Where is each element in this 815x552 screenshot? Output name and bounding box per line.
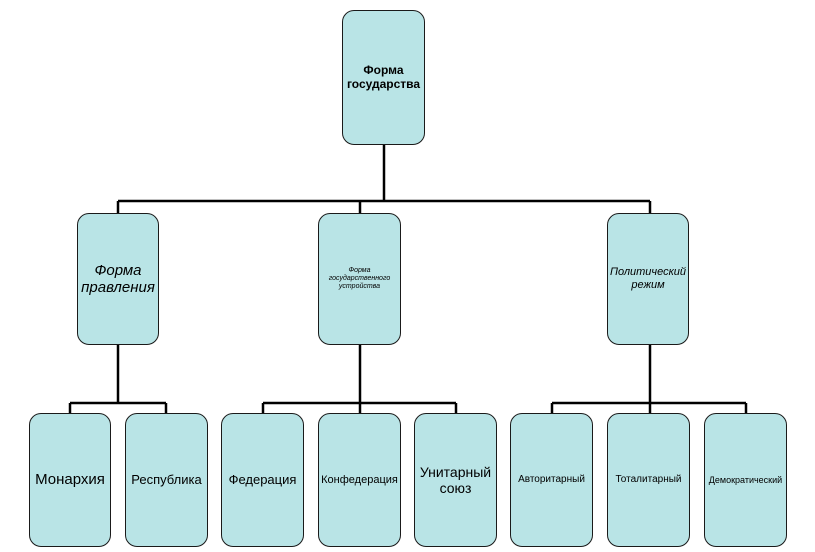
branch-node-form-of-rule: Форма правления <box>77 213 159 345</box>
leaf-node-monarchy: Монархия <box>29 413 111 547</box>
leaf-node-unitary-union: Унитарный союз <box>414 413 497 547</box>
branch-node-form-of-state-structure: Форма государственного устройства <box>318 213 401 345</box>
leaf-node-confederation: Конфедерация <box>318 413 401 547</box>
branch-node-political-regime: Политический режим <box>607 213 689 345</box>
leaf-node-democratic: Демократический <box>704 413 787 547</box>
leaf-node-federation: Федерация <box>221 413 304 547</box>
leaf-node-authoritarian: Авторитарный <box>510 413 593 547</box>
leaf-node-totalitarian: Тоталитарный <box>607 413 690 547</box>
leaf-node-republic: Республика <box>125 413 208 547</box>
root-node: Форма государства <box>342 10 425 145</box>
